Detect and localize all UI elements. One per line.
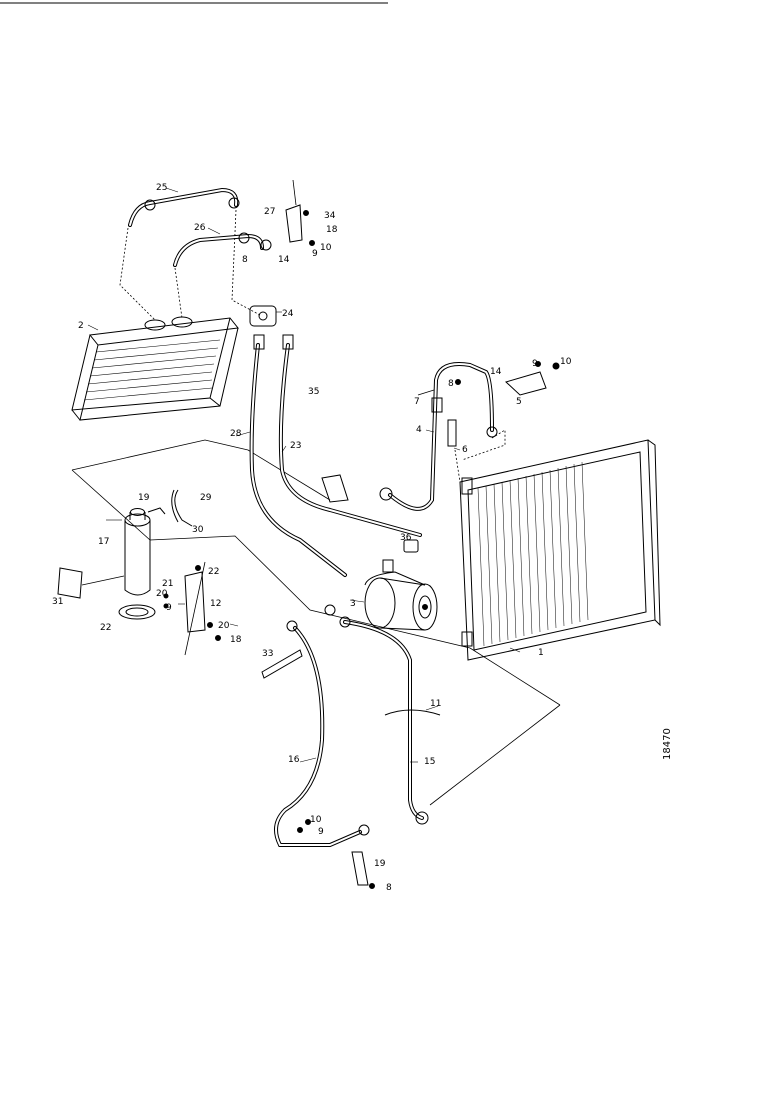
label-25: 25 bbox=[156, 183, 167, 193]
condenser bbox=[459, 439, 661, 661]
label-28: 28 bbox=[230, 429, 242, 439]
label-10b: 10 bbox=[560, 357, 572, 367]
label-9c: 9 bbox=[166, 603, 172, 613]
label-8c: 8 bbox=[386, 883, 392, 893]
label-9d: 9 bbox=[318, 827, 324, 837]
label-12: 12 bbox=[210, 599, 221, 609]
label-9b: 9 bbox=[532, 359, 538, 369]
label-10c: 10 bbox=[310, 815, 322, 825]
label-4: 4 bbox=[416, 425, 422, 435]
label-27: 27 bbox=[264, 207, 275, 217]
label-1: 1 bbox=[538, 648, 544, 658]
label-22a: 22 bbox=[208, 567, 219, 577]
label-24: 24 bbox=[282, 309, 294, 319]
label-20a: 20 bbox=[156, 589, 168, 599]
label-23: 23 bbox=[290, 441, 301, 451]
label-19a: 19 bbox=[138, 493, 150, 503]
label-8a: 8 bbox=[242, 255, 248, 265]
label-29: 29 bbox=[200, 493, 212, 503]
label-26: 26 bbox=[194, 223, 206, 233]
leader-lines bbox=[87, 187, 521, 763]
label-22b: 22 bbox=[100, 623, 111, 633]
label-15: 15 bbox=[424, 757, 435, 767]
label-14b: 14 bbox=[490, 367, 502, 377]
label-33: 33 bbox=[262, 649, 273, 659]
label-8b: 8 bbox=[448, 379, 454, 389]
figure-number: 18470 bbox=[662, 728, 673, 760]
hoses-16-15 bbox=[261, 604, 441, 889]
label-6: 6 bbox=[462, 445, 468, 455]
label-18b: 18 bbox=[326, 225, 338, 235]
evaporator-core bbox=[71, 316, 239, 421]
label-31: 31 bbox=[52, 597, 63, 607]
receiver-drier bbox=[57, 489, 221, 641]
label-16: 16 bbox=[288, 755, 300, 765]
evaporator-pipes bbox=[119, 187, 272, 321]
label-18a: 18 bbox=[230, 635, 242, 645]
pipe-4 bbox=[379, 361, 560, 511]
label-2: 2 bbox=[78, 321, 84, 331]
label-3: 3 bbox=[350, 599, 356, 609]
label-35: 35 bbox=[308, 387, 319, 397]
reference-plane bbox=[71, 439, 561, 806]
part-labels: 25 26 27 34 9 10 8 14 2 24 35 28 23 14 9… bbox=[52, 183, 572, 893]
label-30: 30 bbox=[192, 525, 204, 535]
compressor bbox=[364, 539, 438, 631]
label-20b: 20 bbox=[218, 621, 230, 631]
label-9a: 9 bbox=[312, 249, 318, 259]
label-11: 11 bbox=[430, 699, 441, 709]
label-5: 5 bbox=[516, 397, 522, 407]
label-36: 36 bbox=[400, 533, 412, 543]
expansion-valve bbox=[249, 179, 315, 327]
label-21: 21 bbox=[162, 579, 173, 589]
label-19b: 19 bbox=[374, 859, 386, 869]
label-17: 17 bbox=[98, 537, 109, 547]
label-34: 34 bbox=[324, 211, 336, 221]
label-14a: 14 bbox=[278, 255, 290, 265]
label-7: 7 bbox=[414, 397, 420, 407]
label-10a: 10 bbox=[320, 243, 332, 253]
hoses-28-23 bbox=[249, 334, 422, 577]
